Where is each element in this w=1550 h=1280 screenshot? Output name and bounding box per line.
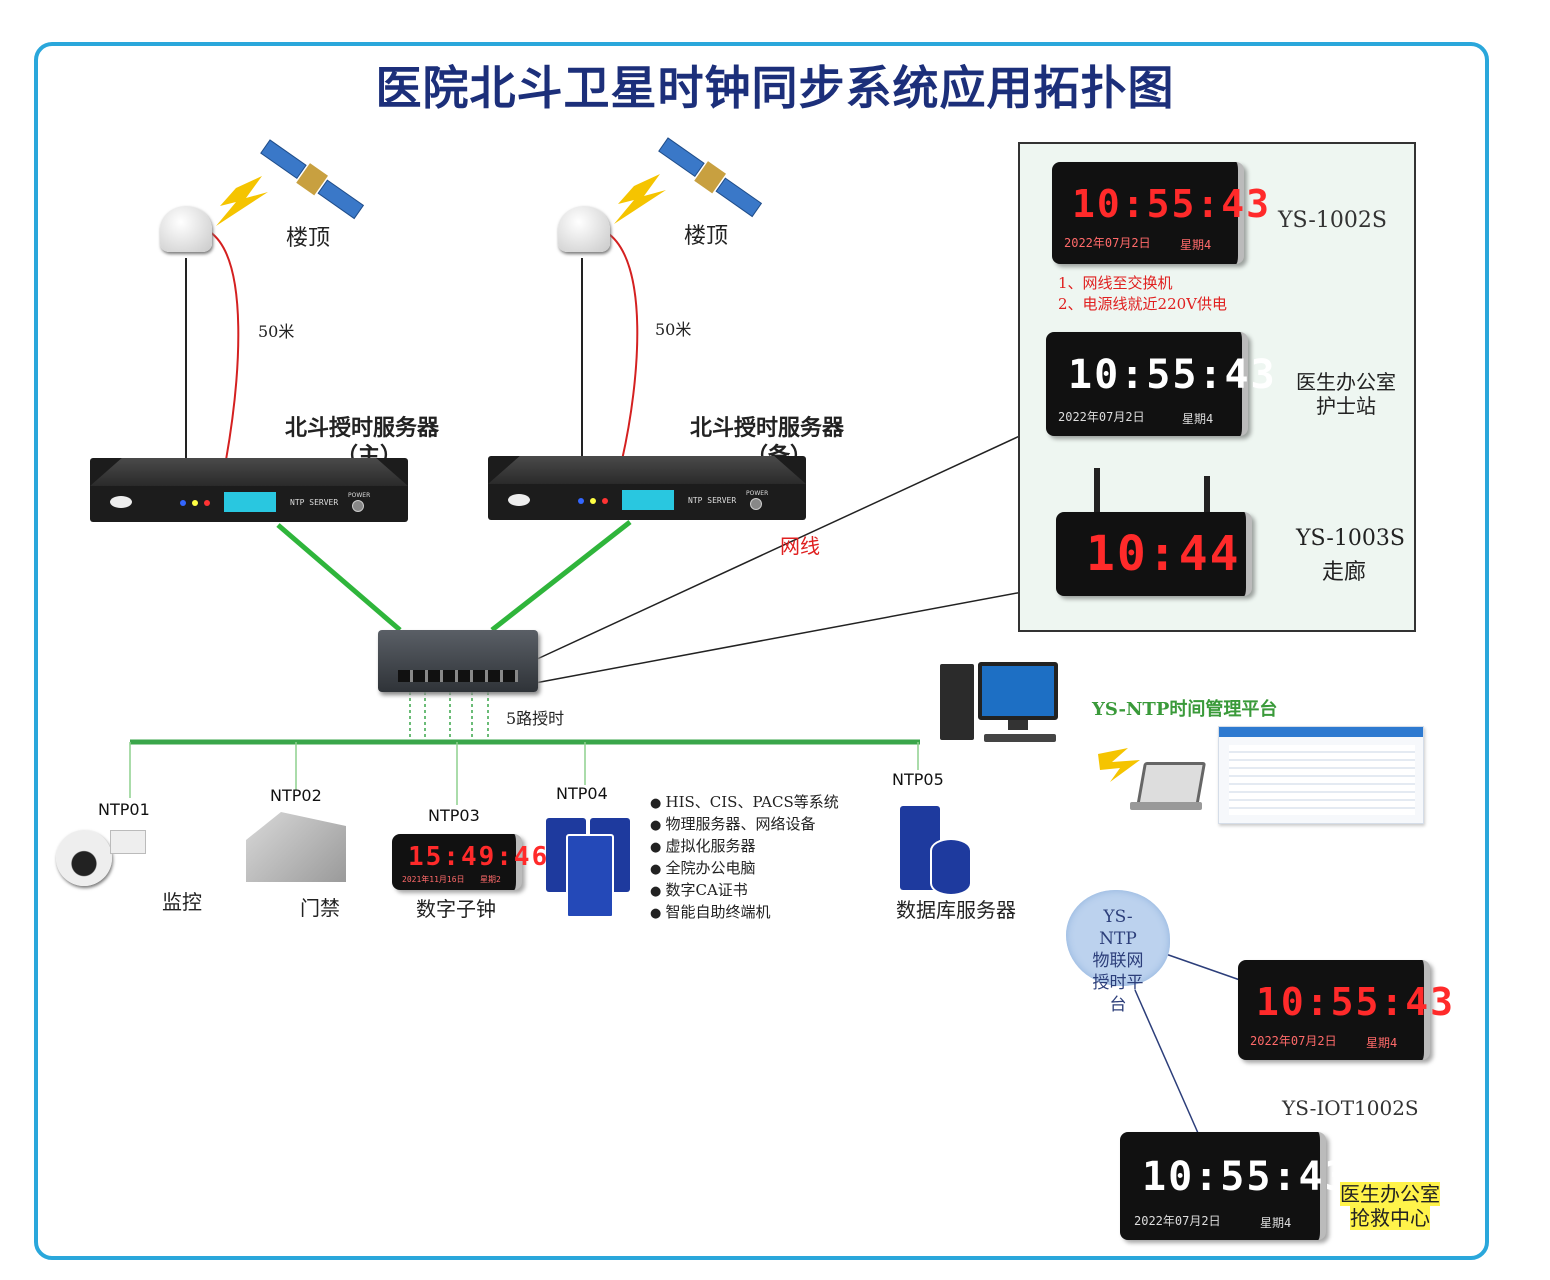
- clock-time: 10:55:43: [1072, 182, 1272, 226]
- ntp-server-primary: NTP SERVER POWER: [90, 458, 408, 522]
- ntp04-system-list: HIS、CIS、PACS等系统 物理服务器、网络设备 虚拟化服务器 全院办公电脑…: [650, 792, 839, 924]
- cloud-icon: [1066, 890, 1170, 986]
- iot-platform-label: YS-NTP 物联网 授时平 台: [1088, 906, 1148, 1016]
- diagram-frame: [34, 42, 1489, 1260]
- panel-text: NTP SERVER: [688, 496, 737, 505]
- location-label: 医生办公室: [1340, 1182, 1440, 1206]
- roof-label: 楼顶: [684, 224, 729, 249]
- clock-time: 10:44: [1086, 526, 1241, 582]
- clock-time: 10:55:43: [1142, 1154, 1351, 1200]
- pc-tower-icon: [940, 664, 974, 740]
- clock-week: 星期4: [1182, 412, 1214, 426]
- system-item: 全院办公电脑: [650, 858, 839, 880]
- power-button[interactable]: [750, 498, 762, 510]
- keyboard-icon: [984, 734, 1056, 742]
- network-switch: [378, 630, 538, 692]
- clock-week: 星期4: [1366, 1036, 1398, 1050]
- logo-icon: [508, 494, 530, 506]
- satellite-icon: [658, 137, 763, 218]
- camera-icon: [56, 830, 112, 886]
- install-note: 1、网线至交换机: [1058, 274, 1173, 292]
- cable-length-label: 50米: [655, 320, 692, 339]
- clock-week: 星期2: [480, 875, 501, 884]
- location-label: 医生办公室: [1296, 370, 1396, 394]
- iot-clock-white: 10:55:43 2022年07月2日 星期4: [1120, 1132, 1349, 1240]
- clock-week: 星期4: [1180, 238, 1212, 252]
- cable-length-label: 50米: [258, 322, 295, 341]
- ntp-server-backup: NTP SERVER POWER: [488, 456, 806, 520]
- system-item: 物理服务器、网络设备: [650, 814, 839, 836]
- clock-ys1003s: 10:44: [1056, 512, 1252, 596]
- ntp-node-id: NTP01: [98, 800, 150, 819]
- monitor-icon: [978, 662, 1058, 720]
- management-platform-title: YS-NTP时间管理平台: [1092, 699, 1278, 720]
- clock-time: 15:49:46: [408, 842, 550, 872]
- panel-text: NTP SERVER: [290, 498, 339, 507]
- clock-week: 星期4: [1260, 1216, 1292, 1230]
- server-icon: [566, 834, 614, 918]
- cloud-label-line: 台: [1109, 995, 1127, 1015]
- clock-date: 2022年07月2日: [1250, 1034, 1337, 1048]
- node-label: 门禁: [300, 896, 340, 920]
- clock-date: 2021年11月16日: [402, 875, 465, 884]
- install-note: 2、电源线就近220V供电: [1058, 295, 1228, 313]
- system-item: 智能自助终端机: [650, 902, 839, 924]
- node-label: 数据库服务器: [896, 898, 1016, 922]
- iot-location: 医生办公室 抢救中心: [1340, 1182, 1440, 1230]
- node-label: 监控: [162, 890, 202, 914]
- lcd-display: [622, 490, 674, 510]
- server-name: 北斗授时服务器: [285, 415, 440, 441]
- power-text: POWER: [348, 492, 371, 499]
- roof-label: 楼顶: [286, 226, 331, 251]
- power-button[interactable]: [352, 500, 364, 512]
- ntp-node-id: NTP02: [270, 786, 322, 805]
- switch-label: 5路授时: [506, 709, 565, 728]
- clock-ys1002s: 10:55:43 2022年07月2日 星期4: [1052, 162, 1269, 264]
- clock-date: 2022年07月2日: [1058, 410, 1145, 424]
- system-item: HIS、CIS、PACS等系统: [650, 792, 838, 814]
- system-item: 数字CA证书: [650, 880, 839, 902]
- location-label: 护士站: [1316, 394, 1376, 418]
- gnss-antenna-icon: [160, 206, 212, 252]
- iot-clock-red: 10:55:43 2022年07月2日 星期4: [1238, 960, 1453, 1060]
- antenna-icon: [1204, 476, 1210, 520]
- model-label: YS-IOT1002S: [1282, 1096, 1419, 1120]
- platform-screenshot: [1218, 726, 1424, 824]
- node-label: 数字子钟: [416, 897, 496, 921]
- location-label: 抢救中心: [1350, 1206, 1430, 1230]
- antenna-icon: [1094, 468, 1100, 518]
- server-name: 北斗授时服务器: [690, 415, 845, 441]
- clock-time: 10:55:43: [1068, 352, 1277, 398]
- model-label: YS-1002S: [1278, 208, 1387, 233]
- system-item: 虚拟化服务器: [650, 836, 839, 858]
- model-label: YS-1003S: [1296, 526, 1405, 551]
- clock-time: 10:55:43: [1256, 980, 1456, 1024]
- cloud-label-line: 授时平: [1092, 973, 1144, 993]
- cloud-label-line: YS-NTP: [1099, 907, 1137, 949]
- clock-office: 10:55:43 2022年07月2日 星期4: [1046, 332, 1275, 436]
- satellite-icon: [260, 139, 365, 220]
- clock-date: 2022年07月2日: [1134, 1214, 1221, 1228]
- sub-clock: 15:49:46 2021年11月16日 星期2: [392, 834, 547, 890]
- gnss-antenna-icon: [558, 206, 610, 252]
- ntp-node-id: NTP03: [428, 806, 480, 825]
- ntp-node-id: NTP05: [892, 770, 944, 789]
- logo-icon: [110, 496, 132, 508]
- database-icon: [930, 838, 972, 896]
- network-cable-label: 网线: [780, 534, 820, 558]
- clock-date: 2022年07月2日: [1064, 236, 1151, 250]
- lcd-display: [224, 492, 276, 512]
- cloud-label-line: 物联网: [1092, 951, 1144, 971]
- location-label: 走廊: [1322, 560, 1367, 585]
- page-title: 医院北斗卫星时钟同步系统应用拓扑图: [375, 61, 1175, 115]
- ntp-node-id: NTP04: [556, 784, 608, 803]
- power-text: POWER: [746, 490, 769, 497]
